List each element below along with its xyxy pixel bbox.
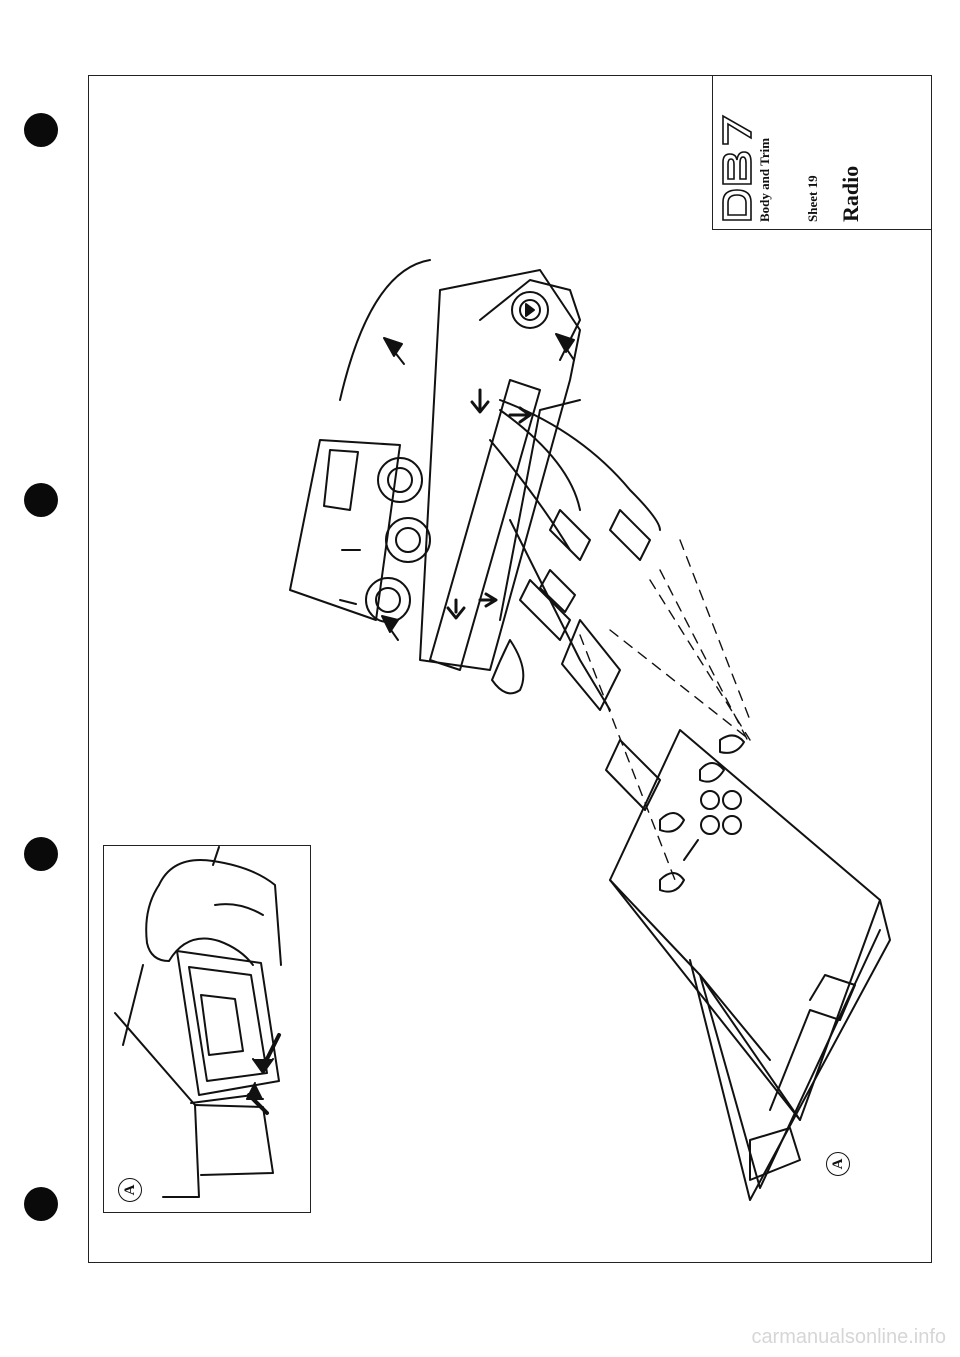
binder-hole-3 [24, 837, 58, 871]
section-title: Body and Trim [757, 137, 772, 222]
inset-illustration [114, 846, 282, 1198]
watermark-text: carmanualsonline.info [751, 1326, 946, 1348]
radio-exploded-view [289, 259, 891, 1201]
wiring-loom [499, 399, 661, 531]
inset-detail-frame [103, 845, 311, 1213]
control-head [289, 439, 401, 621]
radio-housing [609, 729, 881, 1121]
trim-panel [419, 269, 581, 671]
sheet-number: Sheet 19 [805, 175, 820, 222]
title-block-rotated: Body and Trim Sheet 19 Radio [713, 75, 933, 230]
mounting-bracket [429, 379, 541, 671]
db7-logo [722, 114, 752, 221]
radio-bezel [689, 899, 891, 1201]
callout-a-inset: A [118, 1178, 142, 1202]
callout-a-main: A [826, 1152, 850, 1176]
title-block: Body and Trim Sheet 19 Radio [712, 75, 932, 230]
binder-hole-1 [24, 113, 58, 147]
binder-hole-2 [24, 483, 58, 517]
page-frame [88, 75, 932, 1263]
binder-hole-4 [24, 1187, 58, 1221]
subject-title: Radio [838, 165, 863, 222]
